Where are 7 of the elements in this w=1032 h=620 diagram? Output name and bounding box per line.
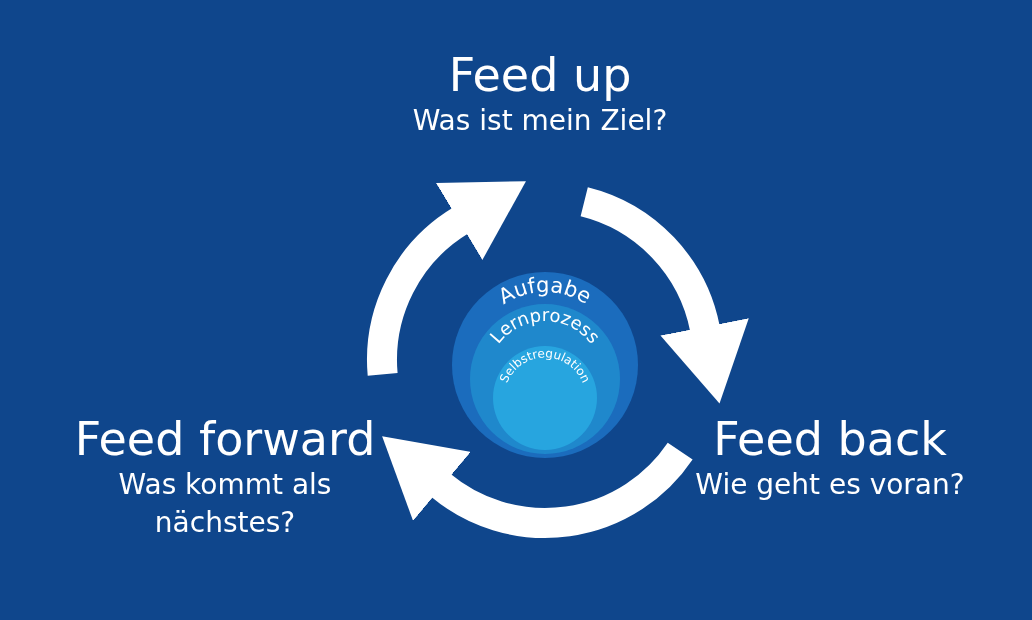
heading-text: Feed back (712, 412, 948, 466)
heading-text: Feed up (447, 48, 633, 102)
question-text: Was ist mein Ziel? (411, 103, 669, 139)
question-text: Was kommt als nächstes? (117, 467, 333, 541)
heading-text: Feed forward (73, 412, 377, 466)
circle-label: Aufgabe (494, 272, 596, 309)
question-text: Wie geht es voran? (694, 467, 966, 503)
